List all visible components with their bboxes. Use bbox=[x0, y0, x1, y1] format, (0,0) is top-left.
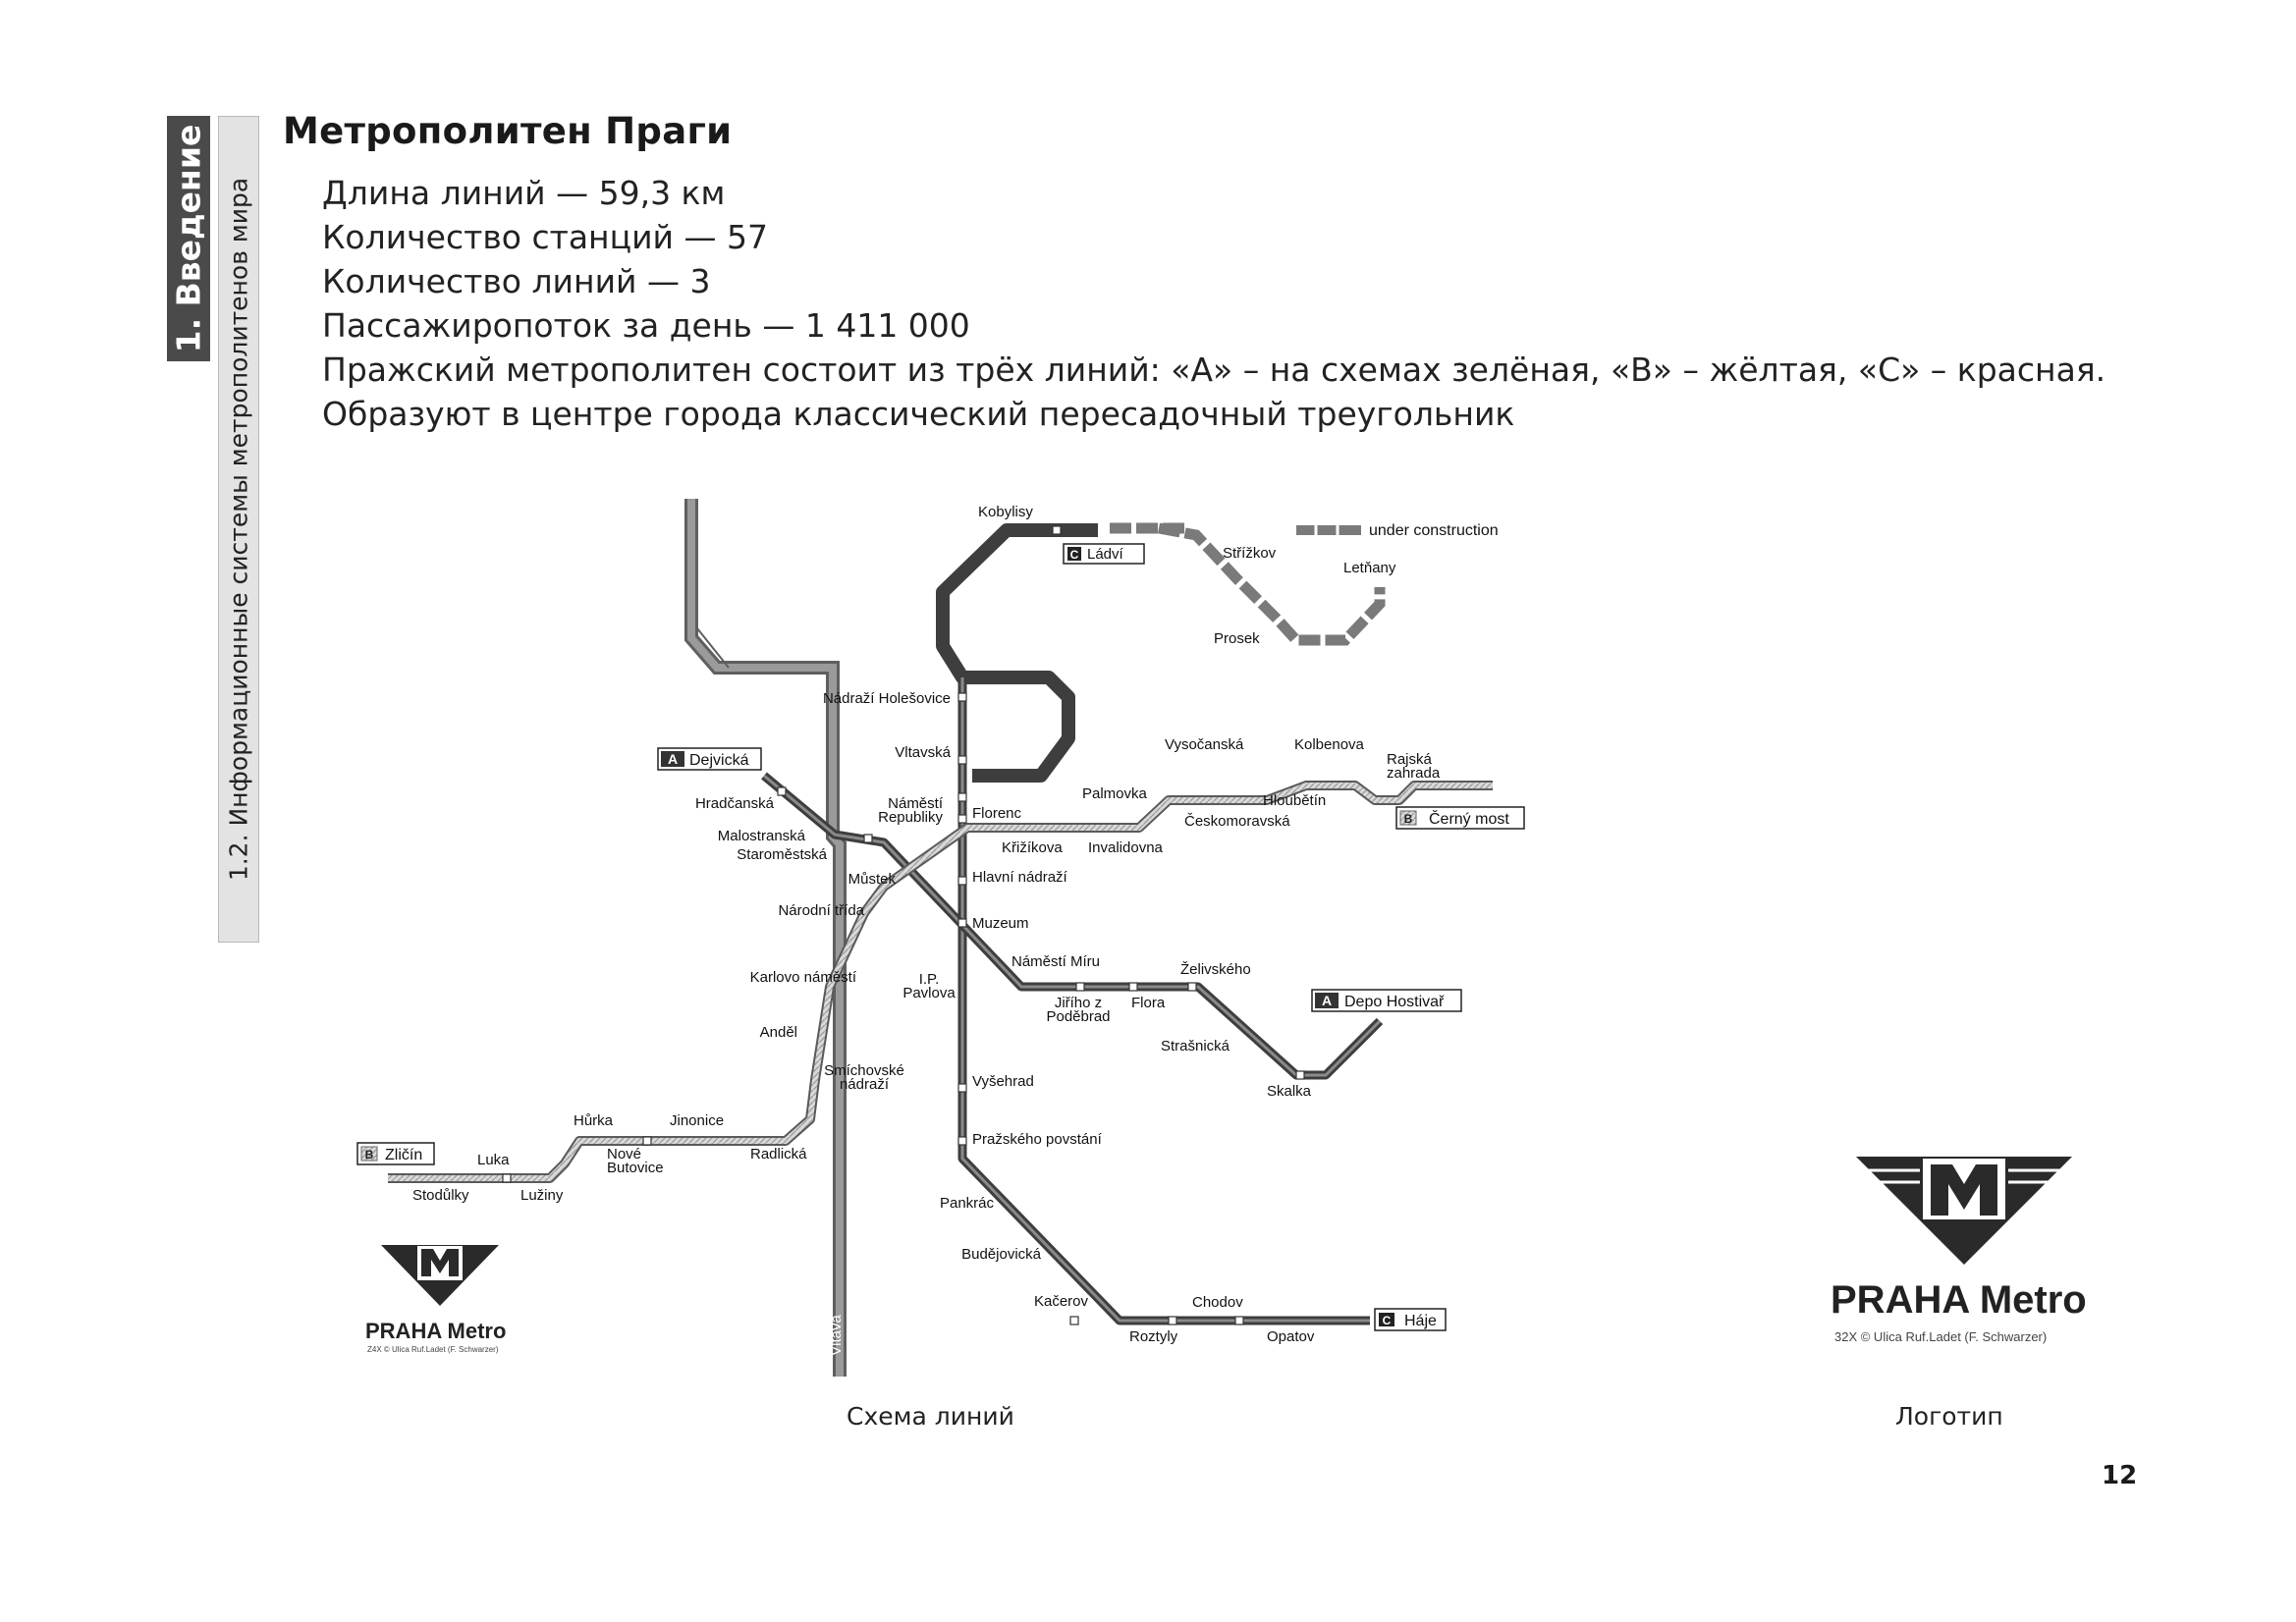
terminal-ladvi: C Ládví bbox=[1063, 543, 1145, 565]
terminal-depo-hostivar: A Depo Hostivař bbox=[1311, 989, 1462, 1012]
terminal-dejvicka-letter: A bbox=[668, 751, 678, 767]
station-label: Můstek bbox=[848, 871, 897, 888]
terminal-dejvicka: A Dejvická bbox=[657, 747, 762, 771]
station-label: Nádraží Holešovice bbox=[823, 690, 951, 707]
map-caption: Схема линий bbox=[847, 1402, 1014, 1431]
terminal-haje: C Háje bbox=[1374, 1308, 1447, 1331]
station-label: Strašnická bbox=[1161, 1038, 1230, 1054]
station-label: Letňany bbox=[1343, 560, 1396, 576]
station-label: Skalka bbox=[1267, 1083, 1312, 1100]
terminal-cerny-most: B Černý most bbox=[1395, 806, 1525, 830]
station-label: Vltavská bbox=[895, 744, 951, 761]
fact-lines: Количество линий — 3 bbox=[322, 262, 711, 300]
facts-list: Длина линий — 59,3 км Количество станций… bbox=[322, 171, 2105, 436]
page-number: 12 bbox=[2102, 1461, 2138, 1490]
station-label: Chodov bbox=[1192, 1294, 1243, 1311]
terminal-haje-letter: C bbox=[1383, 1314, 1392, 1327]
station-label: Vysočanská bbox=[1165, 736, 1244, 753]
station-label: Kobylisy bbox=[978, 504, 1033, 520]
fact-length: Длина линий — 59,3 км bbox=[322, 174, 726, 212]
terminal-depo-name: Depo Hostivař bbox=[1344, 994, 1445, 1010]
station-label: Palmovka bbox=[1082, 785, 1148, 802]
station-label: Náměstí Míru bbox=[1011, 953, 1100, 970]
station-label: Prosek bbox=[1214, 630, 1260, 647]
station-label: Radlická bbox=[750, 1146, 807, 1162]
terminal-zlicin: B Zličín bbox=[356, 1142, 435, 1165]
terminal-dejvicka-name: Dejvická bbox=[689, 752, 749, 769]
map-legend: under construction bbox=[1296, 522, 1499, 539]
station-label: Národní třída bbox=[778, 902, 864, 919]
legend-label: under construction bbox=[1369, 522, 1499, 539]
station-label: Luka bbox=[477, 1152, 510, 1168]
terminal-haje-name: Háje bbox=[1404, 1313, 1437, 1329]
fact-ridership: Пассажиропоток за день — 1 411 000 bbox=[322, 306, 970, 345]
station-label: Malostranská bbox=[718, 828, 806, 844]
station-label: Vyšehrad bbox=[972, 1073, 1034, 1090]
station-label: Staroměstská bbox=[737, 846, 827, 863]
station-label: Hůrka bbox=[574, 1112, 614, 1129]
line-c-construction bbox=[1110, 522, 1386, 646]
side-tabs: 1. Введение 1.2. Информационные системы … bbox=[167, 116, 261, 943]
terminal-zlicin-letter: B bbox=[365, 1148, 374, 1162]
fact-triangle: Образуют в центре города классический пе… bbox=[322, 395, 1515, 433]
station-label: Budějovická bbox=[961, 1246, 1042, 1263]
logo-small-subline: Z4X © Ulica Ruf.Ladet (F. Schwarzer) bbox=[367, 1345, 499, 1354]
station-label: Karlovo náměstí bbox=[750, 969, 857, 986]
river-label: Vltava bbox=[828, 1315, 845, 1356]
river-vltava: Vltava bbox=[684, 499, 847, 1377]
section-tab: 1.2. Информационные системы метрополитен… bbox=[218, 116, 259, 943]
station-label: Flora bbox=[1131, 995, 1166, 1011]
logo-big-title: PRAHA Metro bbox=[1831, 1278, 2087, 1322]
station-label: Pankrác bbox=[940, 1195, 995, 1212]
line-a bbox=[761, 772, 1384, 1080]
station-label: Kačerov bbox=[1034, 1293, 1089, 1310]
station-label: Florenc bbox=[972, 805, 1022, 822]
station-label: Hradčanská bbox=[695, 795, 775, 812]
station-label: Českomoravská bbox=[1184, 813, 1290, 830]
line-c bbox=[936, 523, 1370, 1325]
station-label: Roztyly bbox=[1129, 1328, 1178, 1345]
station-label: Hlavní nádraží bbox=[972, 869, 1068, 886]
page-title: Метрополитен Праги bbox=[283, 110, 733, 152]
station-label: Kolbenova bbox=[1294, 736, 1365, 753]
station-label: Křižíkova bbox=[1002, 839, 1063, 856]
terminal-cerny-name: Černý most bbox=[1429, 809, 1509, 828]
station-label: Pražského povstání bbox=[972, 1131, 1103, 1148]
legend-swatch bbox=[1296, 525, 1361, 535]
station-label: Opatov bbox=[1267, 1328, 1315, 1345]
station-label: Muzeum bbox=[972, 915, 1029, 932]
station-label: Stodůlky bbox=[412, 1187, 469, 1204]
fact-description: Пражский метрополитен состоит из трёх ли… bbox=[322, 351, 2106, 389]
station-label: Hloubětín bbox=[1263, 792, 1326, 809]
terminal-depo-letter: A bbox=[1322, 993, 1332, 1008]
line-b bbox=[388, 781, 1493, 1183]
fact-stations: Количество станций — 57 bbox=[322, 218, 768, 256]
station-label: Střížkov bbox=[1223, 545, 1277, 562]
logo-big-subline: 32X © Ulica Ruf.Ladet (F. Schwarzer) bbox=[1834, 1329, 2048, 1344]
logo-small-title: PRAHA Metro bbox=[365, 1319, 507, 1343]
terminal-ladvi-name: Ládví bbox=[1087, 546, 1124, 563]
logo-caption: Логотип bbox=[1895, 1402, 2003, 1431]
chapter-tab: 1. Введение bbox=[167, 116, 210, 361]
logo-big bbox=[1856, 1157, 2072, 1265]
station-label: Anděl bbox=[760, 1024, 797, 1041]
terminal-cerny-letter: B bbox=[1404, 812, 1413, 826]
station-label: Jinonice bbox=[670, 1112, 724, 1129]
station-label: I.P.Pavlova bbox=[902, 971, 956, 1001]
station-ticks bbox=[502, 525, 1305, 1325]
logo-small bbox=[381, 1245, 499, 1306]
station-label: Invalidovna bbox=[1088, 839, 1164, 856]
terminal-zlicin-name: Zličín bbox=[385, 1147, 422, 1163]
station-label: Želivského bbox=[1180, 961, 1251, 978]
terminals: C Ládví A Dejvická B Černý most A Depo H… bbox=[356, 543, 1525, 1331]
terminal-ladvi-letter: C bbox=[1070, 548, 1079, 562]
station-label: Lužiny bbox=[520, 1187, 564, 1204]
